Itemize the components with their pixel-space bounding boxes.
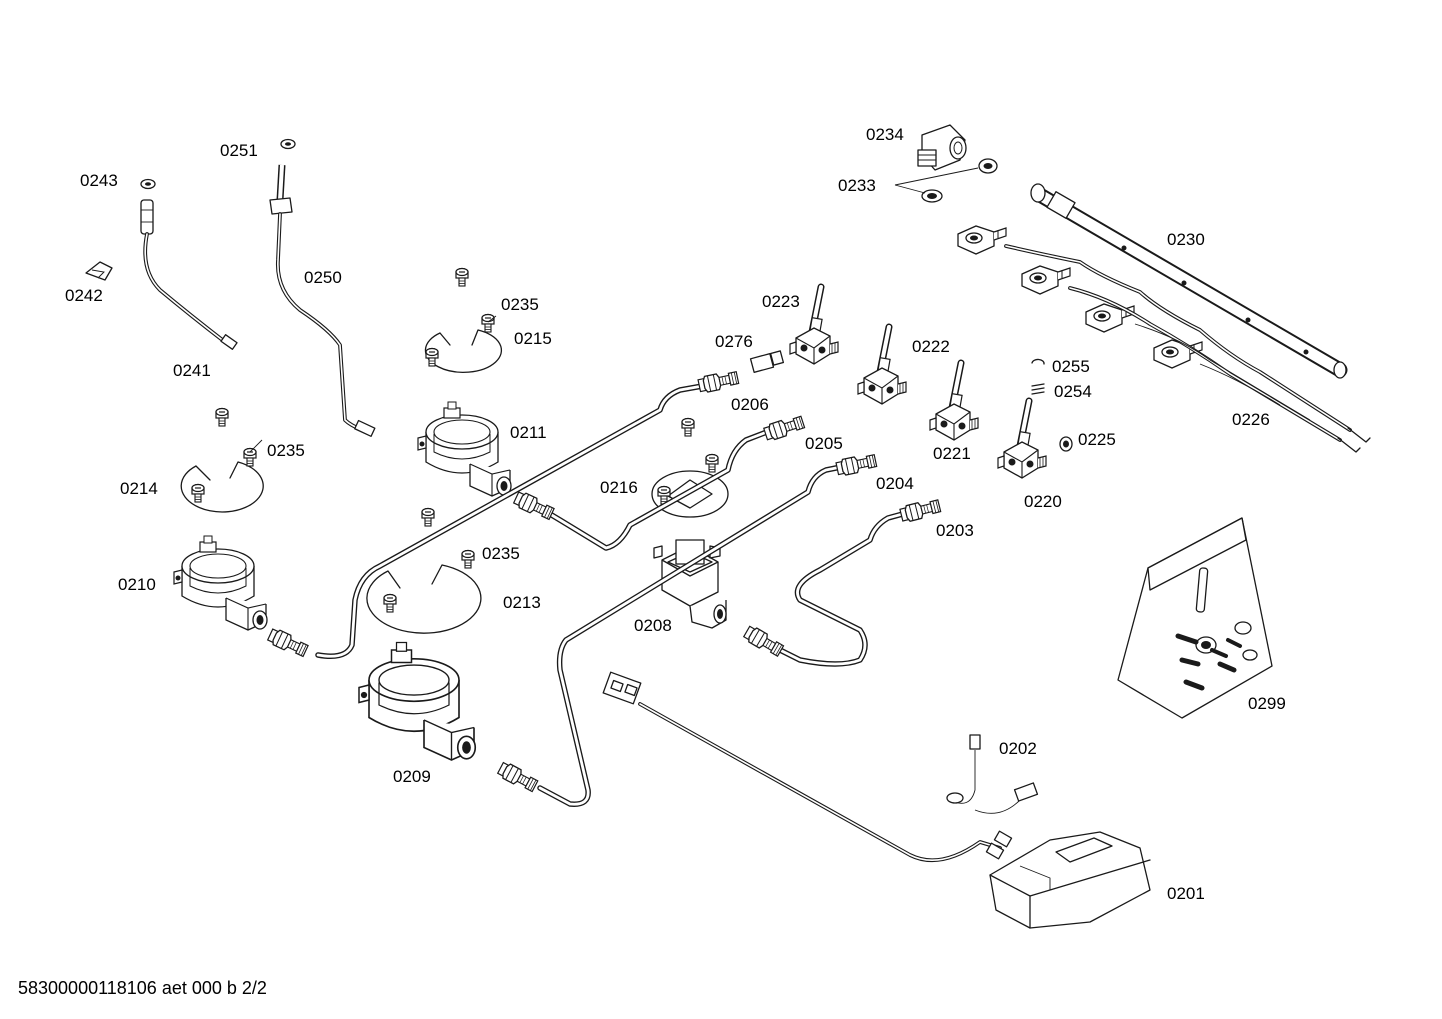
burner-ring-0215	[424, 313, 503, 373]
label-0235-center: 0235	[482, 544, 520, 563]
label-0255: 0255	[1052, 357, 1090, 376]
gas-tap-0220	[998, 401, 1046, 478]
label-0225: 0225	[1078, 430, 1116, 449]
clip-0242	[85, 261, 113, 281]
label-0243: 0243	[80, 171, 118, 190]
gas-manifold-0230	[1030, 183, 1348, 379]
label-0233: 0233	[838, 176, 876, 195]
circlip-0255	[1031, 358, 1045, 365]
label-0276: 0276	[715, 332, 753, 351]
seal-ring-0233	[894, 158, 998, 203]
label-0204: 0204	[876, 474, 914, 493]
label-0221: 0221	[933, 444, 971, 463]
burner-cup-0209	[358, 641, 477, 761]
label-0208: 0208	[634, 616, 672, 635]
burner-ring-0214	[180, 447, 264, 513]
label-0299: 0299	[1248, 694, 1286, 713]
label-0230: 0230	[1167, 230, 1205, 249]
label-0250: 0250	[304, 268, 342, 287]
label-0234: 0234	[866, 125, 904, 144]
label-0222: 0222	[912, 337, 950, 356]
gas-pipe-0203	[742, 497, 942, 667]
label-0210: 0210	[118, 575, 156, 594]
label-0205: 0205	[805, 434, 843, 453]
label-0251: 0251	[220, 141, 258, 160]
label-0242: 0242	[65, 286, 103, 305]
label-0209: 0209	[393, 767, 431, 786]
burner-cup-0208	[653, 539, 727, 629]
thermocouple-0250	[269, 138, 376, 437]
ignition-module-0201	[989, 831, 1151, 929]
label-0202: 0202	[999, 739, 1037, 758]
safety-valves-0226	[957, 225, 1371, 453]
spring-0254	[1031, 383, 1045, 395]
burner-cup-0211	[417, 401, 512, 497]
ignition-harness-0202	[602, 671, 1039, 863]
burner-ring-0213	[366, 549, 482, 634]
label-0213: 0213	[503, 593, 541, 612]
label-0254: 0254	[1054, 382, 1092, 401]
label-0235-top: 0235	[501, 295, 539, 314]
document-reference-footer: 58300000118106 aet 000 b 2/2	[18, 978, 267, 998]
gas-pipe-0206	[315, 369, 740, 659]
label-0201: 0201	[1167, 884, 1205, 903]
label-0203: 0203	[936, 521, 974, 540]
nut-0225	[1059, 436, 1073, 452]
label-0235-left: 0235	[267, 441, 305, 460]
label-0241: 0241	[173, 361, 211, 380]
elbow-fitting-0234	[917, 124, 967, 171]
label-0214: 0214	[120, 479, 158, 498]
label-0206: 0206	[731, 395, 769, 414]
electrode-0241	[140, 178, 238, 350]
burner-cup-0210	[173, 535, 268, 631]
gas-tap-0221	[930, 363, 978, 440]
gas-pipe-0205	[512, 413, 806, 551]
label-0226: 0226	[1232, 410, 1270, 429]
bag-screws	[1175, 633, 1242, 691]
gas-tap-0222	[858, 327, 906, 404]
label-0216: 0216	[600, 478, 638, 497]
gas-pipe-0204	[496, 452, 878, 807]
label-0215: 0215	[514, 329, 552, 348]
pipe-fitting-0210	[266, 626, 310, 659]
parts-bag-0299	[1117, 517, 1273, 719]
label-0223: 0223	[762, 292, 800, 311]
label-0220: 0220	[1024, 492, 1062, 511]
injector-0276	[749, 350, 785, 373]
label-0211: 0211	[510, 423, 547, 442]
